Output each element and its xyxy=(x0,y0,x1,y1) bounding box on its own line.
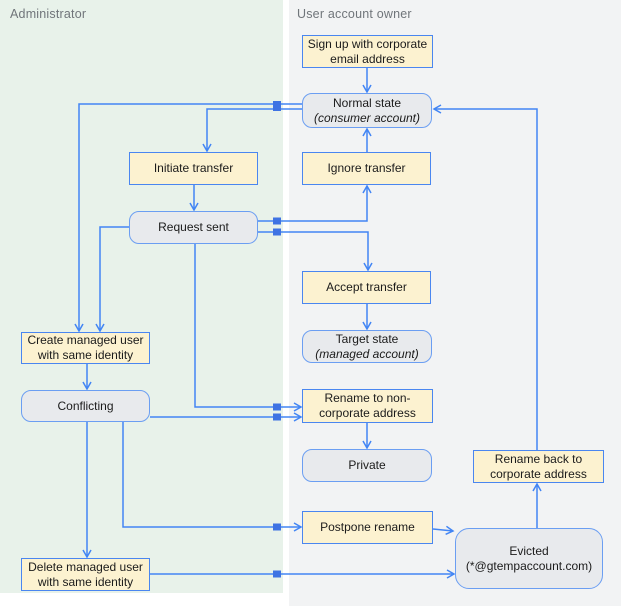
node-label: Rename to non-corporate address xyxy=(319,391,416,420)
waypoint-marker-2 xyxy=(273,228,281,236)
node-conflicting: Conflicting xyxy=(21,390,150,422)
edge-normal-state-to-create-managed-user xyxy=(74,103,302,333)
node-postpone-rename: Postpone rename xyxy=(302,511,433,544)
node-label: Conflicting xyxy=(57,398,114,413)
node-create-managed-user: Create managed user with same identity xyxy=(21,332,150,364)
node-initiate-transfer: Initiate transfer xyxy=(129,152,258,185)
node-target-state: Target state(managed account) xyxy=(302,330,432,363)
node-label: Target state xyxy=(335,331,399,346)
node-label: Normal state xyxy=(332,95,402,110)
node-sublabel: (managed account) xyxy=(315,346,419,361)
node-label: Initiate transfer xyxy=(153,161,234,176)
node-rename-back-to-corporate: Rename back to corporate address xyxy=(473,450,604,483)
lane-label-administrator: Administrator xyxy=(10,7,87,21)
node-accept-transfer: Accept transfer xyxy=(302,271,431,304)
waypoint-marker-6 xyxy=(273,570,281,578)
edge-postpone-rename-to-evicted xyxy=(432,525,455,535)
lane-label-user-account-owner: User account owner xyxy=(297,7,412,21)
lane-administrator xyxy=(0,0,283,593)
node-request-sent: Request sent xyxy=(129,211,258,244)
node-label: Private xyxy=(348,458,386,473)
node-label: Sign up with corporate email address xyxy=(307,36,428,66)
edge-request-sent-to-ignore-transfer xyxy=(258,184,372,222)
node-label: Rename back to corporate address xyxy=(490,451,587,481)
node-label: Request sent xyxy=(158,220,229,235)
waypoint-marker-3 xyxy=(273,403,281,411)
edge-request-sent-to-rename-to-non-corporate xyxy=(194,244,303,412)
node-normal-state: Normal state(consumer account) xyxy=(302,93,432,128)
node-sublabel: (consumer account) xyxy=(313,110,421,125)
edge-conflicting-to-postpone-rename xyxy=(122,422,303,532)
node-label: Ignore transfer xyxy=(327,161,406,176)
node-label: Create managed user with same identity xyxy=(27,333,144,362)
node-label: Delete managed user with same identity xyxy=(28,559,143,589)
node-delete-managed-user: Delete managed user with same identity xyxy=(21,558,150,591)
waypoint-marker-0 xyxy=(273,101,281,111)
node-evicted: Evicted(*@gtempaccount.com) xyxy=(455,528,603,589)
node-sublabel: (*@gtempaccount.com) xyxy=(465,558,593,573)
waypoint-marker-5 xyxy=(273,523,281,531)
waypoint-marker-1 xyxy=(273,217,281,225)
node-label: Evicted xyxy=(509,543,549,558)
node-rename-to-non-corporate: Rename to non-corporate address xyxy=(302,389,433,423)
node-label: Postpone rename xyxy=(320,520,415,535)
edge-rename-back-to-corporate-to-normal-state xyxy=(432,104,538,450)
edge-normal-state-to-initiate-transfer xyxy=(202,108,302,153)
waypoint-marker-4 xyxy=(273,413,281,421)
edge-request-sent-to-accept-transfer xyxy=(258,231,373,272)
edge-request-sent-to-create-managed-user xyxy=(95,226,129,333)
node-ignore-transfer: Ignore transfer xyxy=(302,152,431,185)
node-sign-up: Sign up with corporate email address xyxy=(302,35,433,68)
node-private: Private xyxy=(302,449,432,482)
node-label: Accept transfer xyxy=(326,280,407,295)
